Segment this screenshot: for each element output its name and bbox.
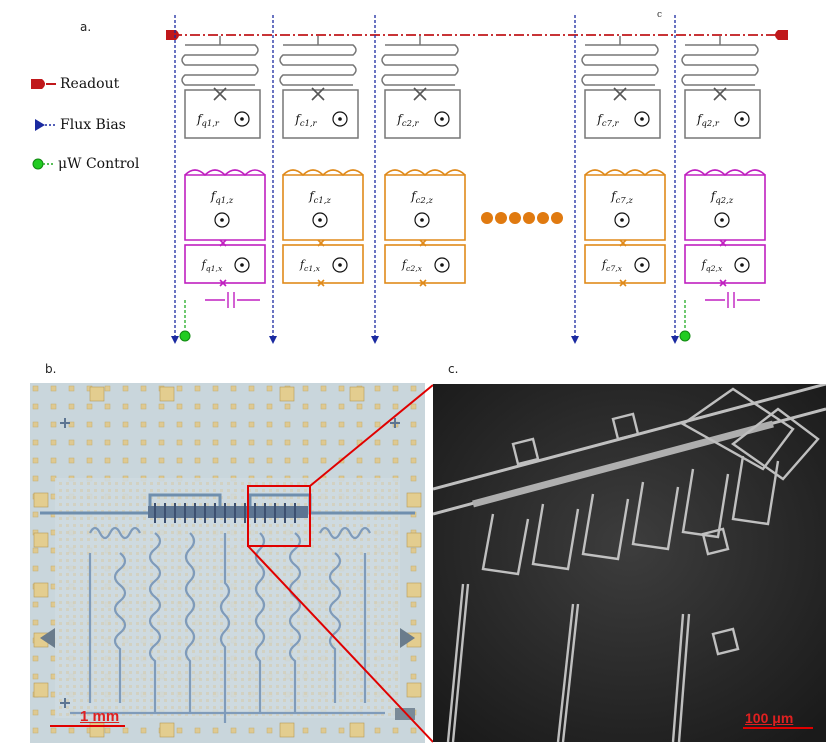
svg-text:fc2,x: fc2,x	[401, 258, 423, 273]
scalebar-b: 1 mm	[80, 708, 120, 725]
circuit-unit: fq2,r fq2,z fq2,x	[671, 15, 766, 344]
svg-text:fq2,r: fq2,r	[696, 112, 720, 128]
readout-port-left	[166, 30, 179, 40]
svg-text:c: c	[657, 10, 662, 20]
uw-control-icon	[32, 158, 54, 170]
scalebar-c: 100 μm	[745, 710, 794, 726]
legend-flux-bias: Flux Bias	[34, 117, 126, 133]
svg-text:fc2,r: fc2,r	[396, 112, 419, 128]
svg-text:fq1,z: fq1,z	[210, 189, 234, 205]
legend-readout: Readout	[30, 76, 119, 92]
svg-text:fq1,r: fq1,r	[196, 112, 220, 128]
circuit-schematic: fq1,r fq1,z fq1,x fc1,r fc1,z fc1,x fc2,r fc2,z…	[166, 10, 788, 344]
panel-label-c: c.	[448, 362, 459, 376]
svg-text:fc2,z: fc2,z	[410, 189, 433, 205]
flux-bias-icon	[35, 119, 56, 131]
legend-uw-control-label: μW Control	[58, 156, 140, 172]
panel-label-b: b.	[45, 362, 57, 376]
sem-image	[433, 384, 826, 742]
svg-text:fc7,x: fc7,x	[601, 258, 623, 273]
legend-flux-bias-label: Flux Bias	[60, 117, 126, 133]
legend-readout-label: Readout	[60, 76, 120, 92]
panel-label-a: a.	[80, 20, 92, 34]
svg-text:fq2,x: fq2,x	[701, 258, 723, 273]
svg-text:fc7,r: fc7,r	[596, 112, 619, 128]
svg-text:fc1,r: fc1,r	[294, 112, 317, 128]
svg-text:fc1,x: fc1,x	[299, 258, 321, 273]
readout-port-right	[775, 30, 788, 40]
svg-text:fq1,x: fq1,x	[201, 258, 223, 273]
chip-micrograph	[30, 383, 425, 743]
svg-text:fc1,z: fc1,z	[308, 189, 331, 205]
circuit-unit: fc1,r fc1,z fc1,x	[269, 15, 364, 344]
legend-uw-control: μW Control	[32, 156, 139, 172]
circuit-unit: fq1,r fq1,z fq1,x	[171, 15, 266, 344]
ellipsis-dots	[481, 212, 563, 224]
svg-text:fc7,z: fc7,z	[610, 189, 633, 205]
readout-icon	[31, 79, 56, 89]
svg-text:fq2,z: fq2,z	[710, 189, 734, 205]
circuit-unit: fc2,r fc2,z fc2,x	[371, 15, 466, 344]
circuit-unit: fc7,r fc7,z fc7,x	[571, 15, 666, 344]
